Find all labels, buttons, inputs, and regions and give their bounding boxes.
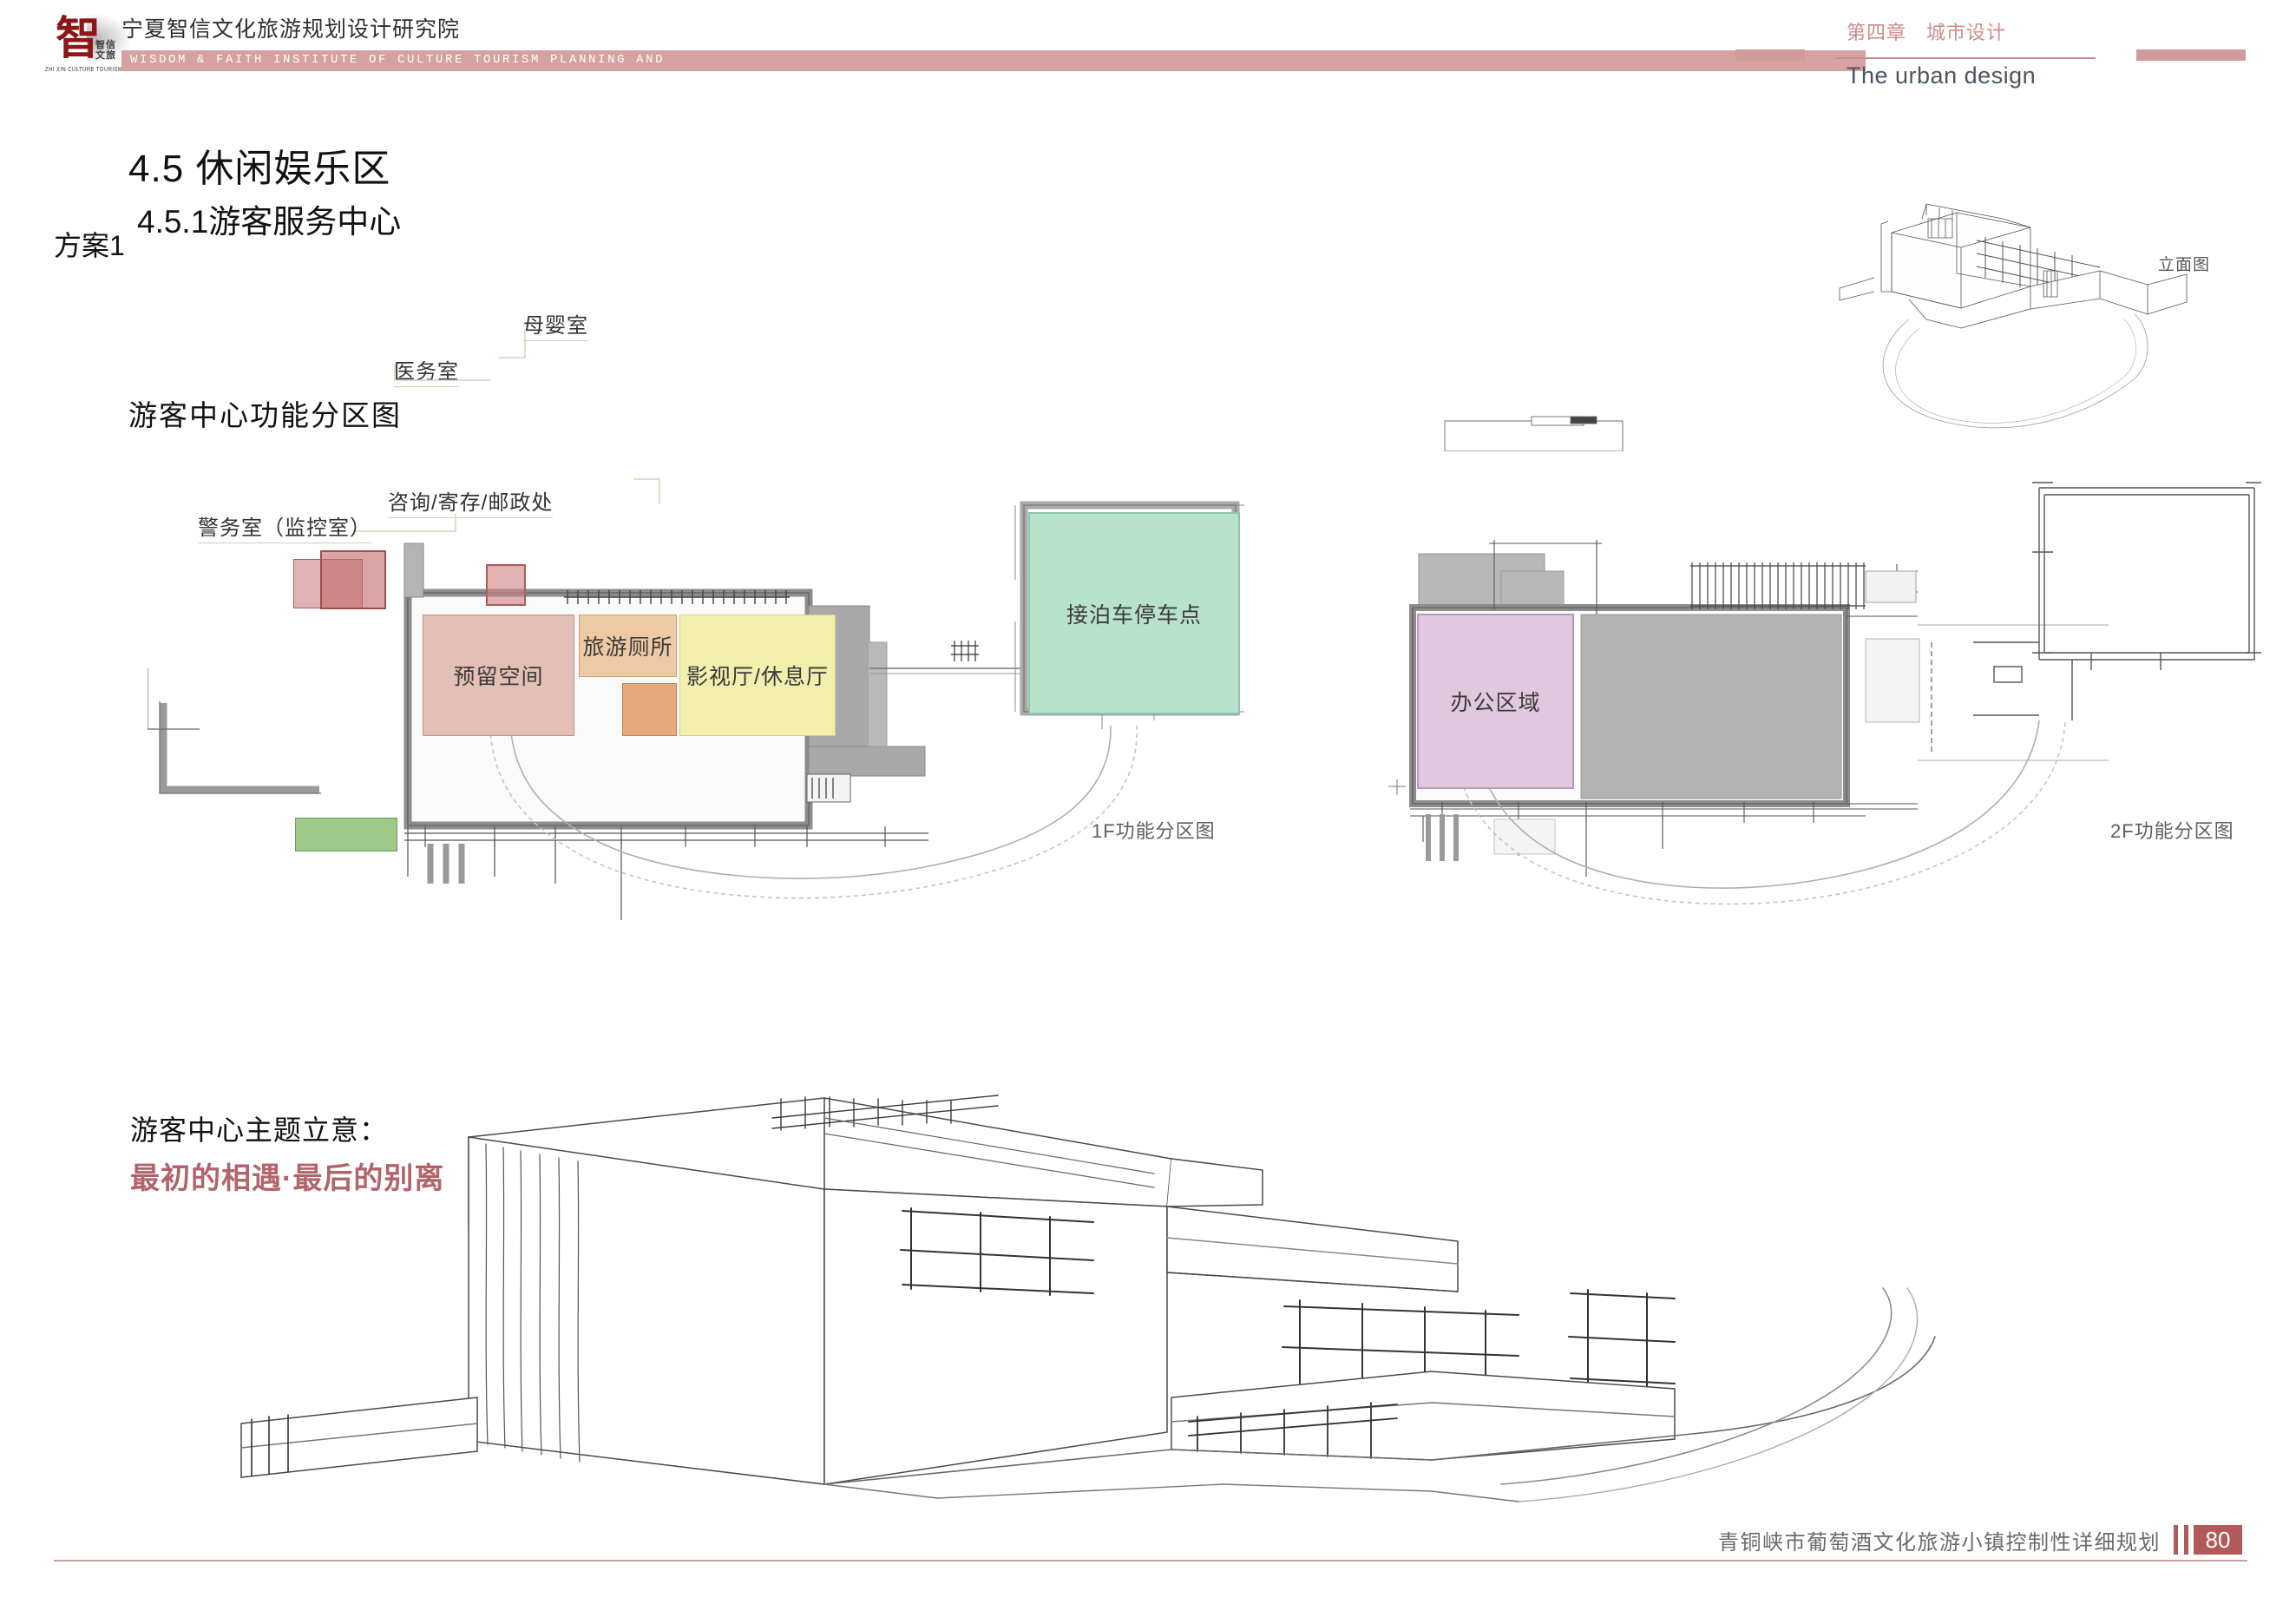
logo-seal-glyph: 智 xyxy=(55,12,101,65)
plan-2f-linework xyxy=(1388,482,2261,905)
zone-police-room xyxy=(295,818,397,851)
scheme-label: 方案1 xyxy=(54,230,125,261)
theme-label: 游客中心主题立意： xyxy=(130,1114,389,1146)
zone-nursery-room xyxy=(486,564,526,606)
plan-2f-caption: 2F功能分区图 xyxy=(2110,820,2234,842)
chapter-title-en: The urban design xyxy=(1847,62,2037,89)
footer-tick-one xyxy=(2174,1525,2178,1555)
callout-info-storage-post: 咨询/寄存/邮政处 xyxy=(388,485,554,518)
elevation-caption: 立面图 xyxy=(2158,256,2211,274)
header-dash-right xyxy=(2136,49,2246,61)
zone-label-reserved-space: 预留空间 xyxy=(453,665,544,689)
header-dash-left xyxy=(1735,49,1805,61)
organization-name-cn: 宁夏智信文化旅游规划设计研究院 xyxy=(121,17,461,42)
zone-tourist-restroom: 旅游厕所 xyxy=(579,615,677,677)
callout-leader-lines-1f xyxy=(356,330,660,532)
logo-brand-en: ZHI XIN CULTURE TOURISM xyxy=(45,67,123,74)
zone-label-shuttle-parking: 接泊车停车点 xyxy=(1066,602,1202,628)
page-subtitle: 4.5.1游客服务中心 xyxy=(137,204,402,240)
footer-divider xyxy=(54,1560,2247,1562)
callout-nursery-room: 母婴室 xyxy=(523,308,588,341)
zone-label-office-area: 办公区域 xyxy=(1450,691,1541,715)
chapter-title-cn: 第四章 城市设计 xyxy=(1847,22,2007,43)
callout-police-room: 警务室（监控室） xyxy=(198,510,371,543)
footer-tick-two xyxy=(2184,1525,2188,1555)
footer-project-title: 青铜峡市葡萄酒文化旅游小镇控制性详细规划 xyxy=(1718,1531,2161,1555)
perspective-sketch xyxy=(240,1095,1936,1502)
zone-shuttle-parking: 接泊车停车点 xyxy=(1028,512,1240,714)
organization-name-en: WISDOM & FAITH INSTITUTE OF CULTURE TOUR… xyxy=(130,53,666,67)
elevation-and-axonometric-drawing xyxy=(1444,203,2188,451)
zone-clinic-outline-b xyxy=(320,550,386,609)
chapter-divider xyxy=(1835,57,2096,59)
zone-label-cinema-lounge: 影视厅/休息厅 xyxy=(686,665,829,689)
plan-1f-caption: 1F功能分区图 xyxy=(1092,820,1216,842)
zone-cinema-lounge: 影视厅/休息厅 xyxy=(679,615,836,736)
theme-value: 最初的相遇·最后的别离 xyxy=(130,1162,445,1195)
logo-brand-cn: 智信文旅 xyxy=(95,40,116,61)
organization-banner-bar xyxy=(121,50,1866,71)
page-title: 4.5 休闲娱乐区 xyxy=(128,148,391,190)
zone-label-tourist-restroom: 旅游厕所 xyxy=(582,635,673,660)
page-number: 80 xyxy=(2194,1525,2242,1555)
institute-logo: 智 智信文旅 ZHI XIN CULTURE TOURISM xyxy=(42,5,137,82)
zone-reserved-space: 预留空间 xyxy=(423,615,574,736)
zone-office-area: 办公区域 xyxy=(1417,614,1574,789)
zone-service-block xyxy=(622,683,677,736)
section-heading: 游客中心功能分区图 xyxy=(128,399,402,431)
